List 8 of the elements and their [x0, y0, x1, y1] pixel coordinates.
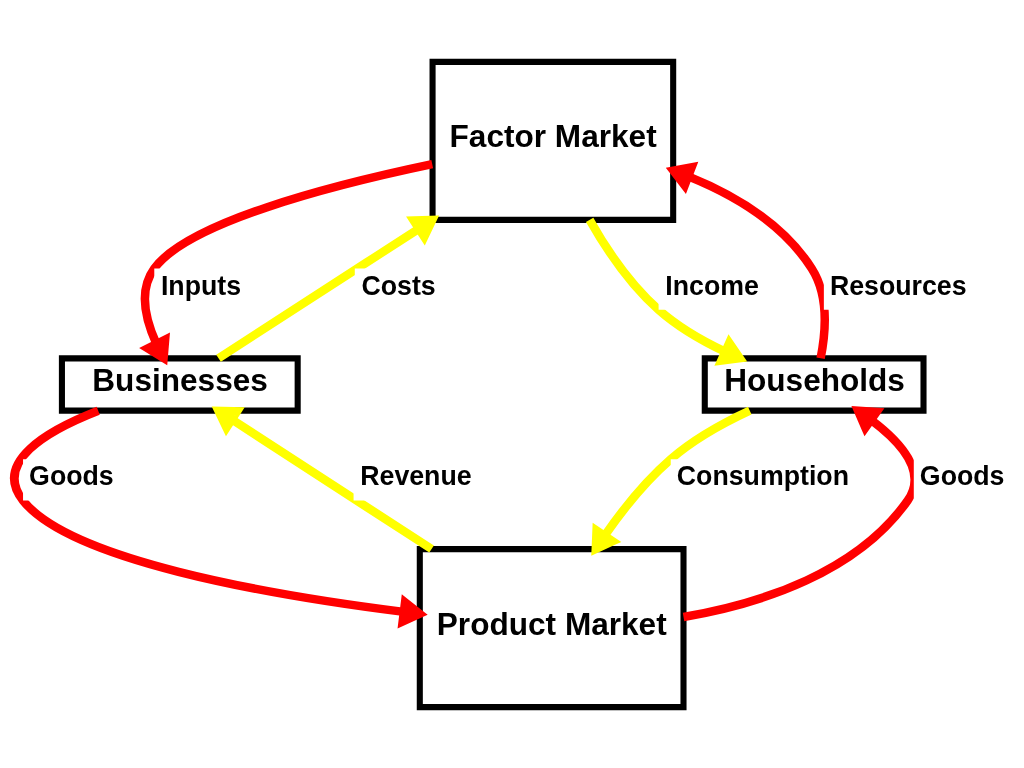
edge-label: Income — [664, 270, 759, 301]
edge-label: Consumption — [676, 460, 849, 491]
edge-label: Inputs — [160, 270, 241, 301]
edge-label: Goods — [28, 460, 114, 491]
edge-label: Costs — [360, 270, 436, 301]
edge-label: Revenue — [359, 460, 472, 491]
edge-label: Goods — [919, 460, 1004, 491]
edge-label: Resources — [829, 270, 967, 301]
